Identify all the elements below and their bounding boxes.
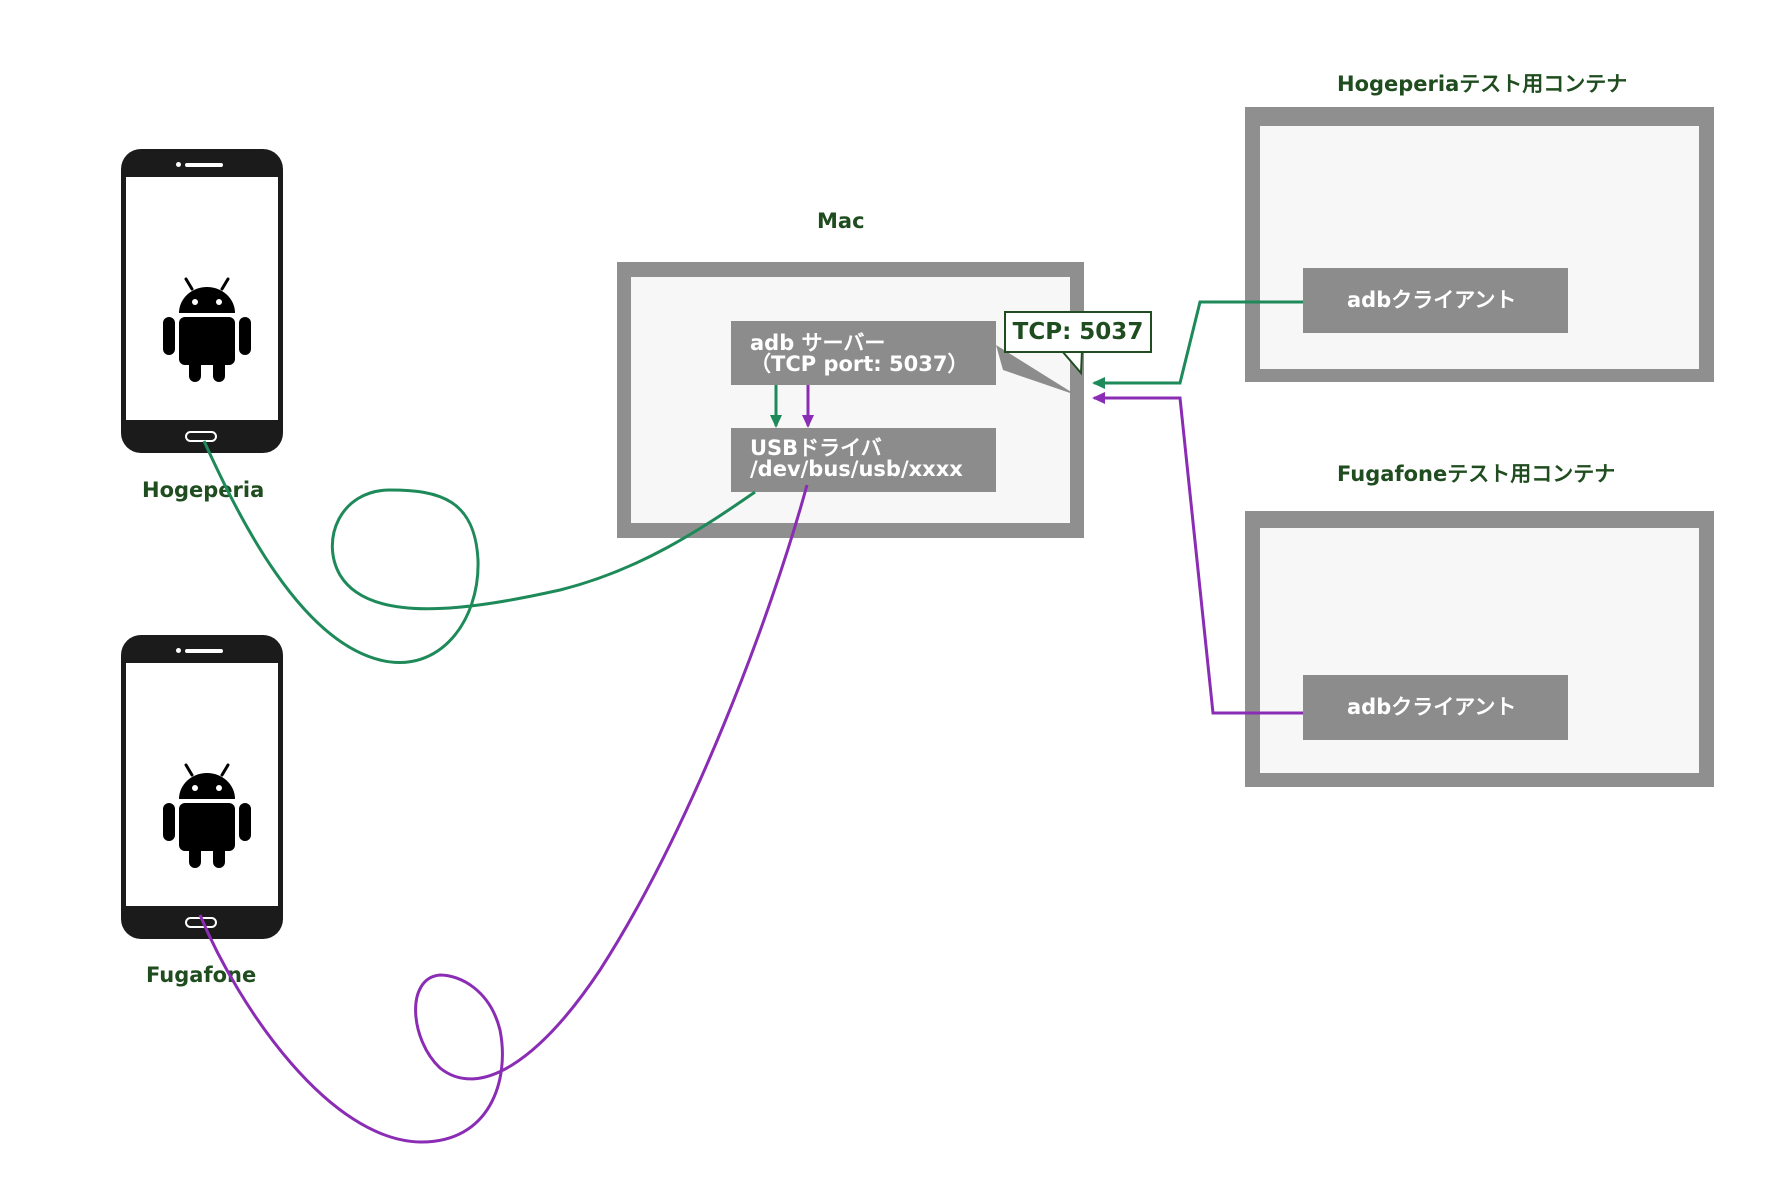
front-camera-icon: [176, 162, 181, 167]
speaker-icon: [185, 649, 223, 653]
hogeperia-container-title: Hogeperiaテスト用コンテナ: [1337, 72, 1628, 96]
usb-driver-block: USBドライバ /dev/bus/usb/xxxx: [731, 428, 996, 492]
android-robot-icon: [163, 763, 251, 868]
fugafone-phone: [121, 635, 283, 939]
fugafone-adb-client: adbクライアント: [1303, 675, 1568, 740]
usb-driver-path-label: /dev/bus/usb/xxxx: [750, 457, 963, 481]
hogeperia-phone: [121, 149, 283, 453]
hogeperia-adb-client: adbクライアント: [1303, 268, 1568, 333]
hogeperia-label: Hogeperia: [142, 478, 265, 502]
speaker-icon: [185, 163, 223, 167]
phone-screen: [126, 663, 278, 906]
fugafone-label: Fugafone: [146, 963, 257, 987]
adb-server-label: adb サーバー: [750, 331, 886, 355]
home-button-icon: [185, 917, 217, 928]
android-robot-icon: [163, 277, 251, 382]
adb-server-block: adb サーバー （TCP port: 5037）: [731, 321, 996, 385]
fugafone-container-title: Fugafoneテスト用コンテナ: [1337, 462, 1616, 486]
phone-screen: [126, 177, 278, 420]
mac-title: Mac: [817, 209, 865, 233]
front-camera-icon: [176, 648, 181, 653]
home-button-icon: [185, 431, 217, 442]
usb-driver-label: USBドライバ: [750, 436, 882, 460]
tcp-port-callout: TCP: 5037: [1004, 311, 1152, 353]
adb-server-port-label: （TCP port: 5037）: [750, 352, 969, 376]
